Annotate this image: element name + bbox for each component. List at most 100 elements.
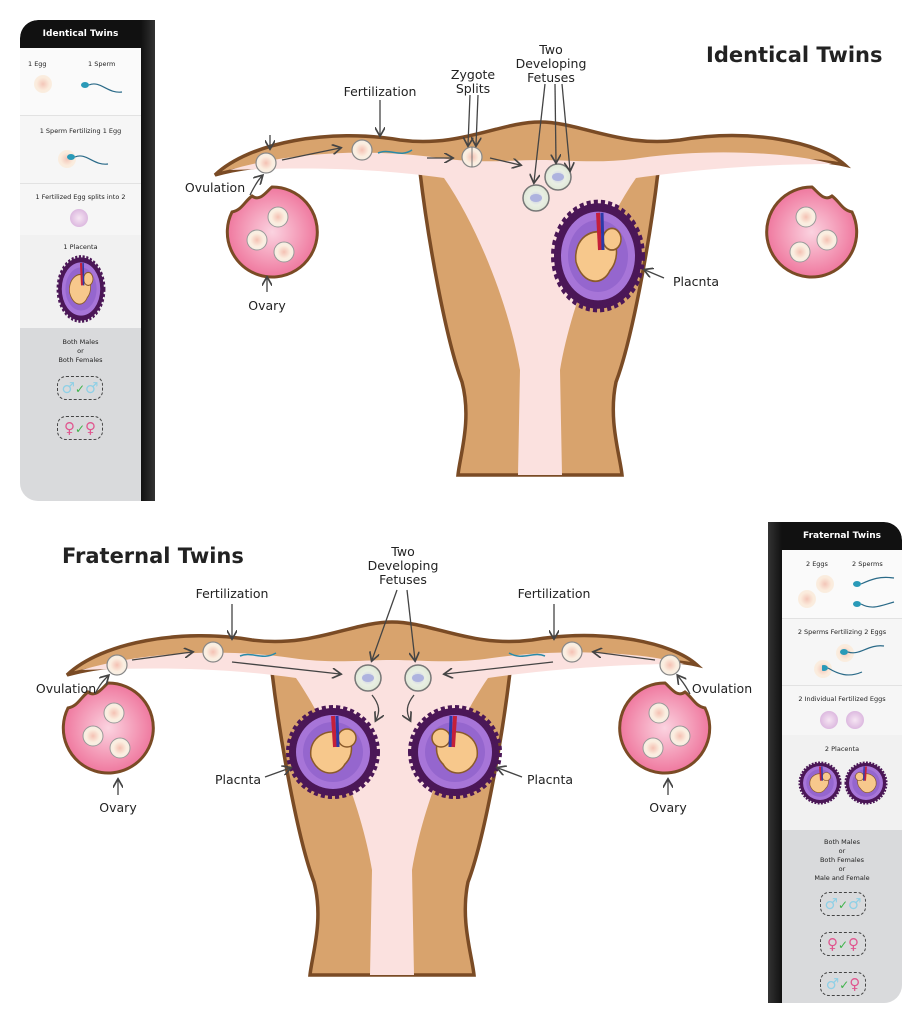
section-individual: 2 Individual Fertilized Eggs (782, 685, 902, 736)
sperm-icon (853, 576, 895, 608)
caption-sex: or (838, 847, 846, 855)
label-ovary: Ovary (248, 298, 286, 313)
label-zygote-splits: Splits (456, 81, 490, 96)
check-icon: ✓ (74, 382, 86, 396)
panel-edge (768, 522, 782, 1003)
female-icon: ♀ (848, 935, 860, 953)
caption-sex: Male and Female (814, 874, 870, 882)
label-fertilization-left: Fertilization (196, 586, 269, 601)
caption-sex: Both Males (62, 338, 99, 346)
released-egg-left (106, 654, 128, 676)
male-female-box: ♂✓♀ (820, 972, 866, 996)
male-male-box: ♂✓♂ (57, 376, 103, 400)
female-icon: ♀ (63, 419, 75, 437)
identical-summary-panel: Identical Twins 1 Egg 1 Sperm 1 Sperm Fe… (20, 20, 155, 501)
fetus-cell (544, 163, 572, 191)
section-eggs-sperms: 2 Eggs 2 Sperms (782, 550, 902, 619)
label-fertilization: Fertilization (344, 84, 417, 99)
label-placenta-left: Placnta (215, 772, 261, 787)
right-ovary (765, 185, 859, 279)
caption-placenta: 2 Placenta (824, 745, 860, 753)
label-two-fetuses: Two (390, 544, 414, 559)
splitting-zygote (461, 146, 483, 168)
section-splits: 1 Fertilized Egg splits into 2 (20, 183, 141, 236)
released-egg (255, 152, 277, 174)
female-female-box: ♀✓♀ (57, 416, 103, 440)
section-fertilizing: 2 Sperms Fertilizing 2 Eggs (782, 618, 902, 686)
placenta-icon (844, 761, 888, 805)
check-icon: ✓ (837, 898, 849, 912)
label-two-fetuses: Developing (368, 558, 439, 573)
section-egg-sperm: 1 Egg 1 Sperm (20, 48, 141, 116)
check-icon: ✓ (839, 978, 850, 992)
caption-eggs: 2 Eggs (806, 560, 828, 568)
caption-individual: 2 Individual Fertilized Eggs (798, 695, 886, 703)
section-sex: Both Males or Both Females or Male and F… (782, 830, 902, 1003)
identical-uterus (213, 120, 847, 477)
caption-fertilizing: 1 Sperm Fertilizing 1 Egg (39, 127, 122, 135)
fetus-cell (522, 184, 550, 212)
released-egg-right (659, 654, 681, 676)
split-egg-icon (70, 209, 88, 227)
sperm-icon (67, 154, 109, 165)
placenta-left (289, 708, 377, 796)
sperm (239, 652, 277, 657)
egg-icon (798, 590, 816, 608)
male-icon: ♂ (85, 379, 99, 397)
shared-placenta (554, 203, 642, 309)
fraternal-summary-panel: Fraternal Twins 2 Eggs 2 Sperms 2 Sperms… (768, 522, 902, 1003)
label-ovary-right: Ovary (649, 800, 687, 815)
label-ovary-left: Ovary (99, 800, 137, 815)
caption-sperm: 1 Sperm (88, 60, 116, 68)
fetus-cell (354, 664, 382, 692)
sperm-icon (81, 82, 123, 93)
label-ovulation-left: Ovulation (36, 681, 96, 696)
fertilized-egg-right (561, 641, 583, 663)
female-icon: ♀ (85, 419, 97, 437)
fertilized-egg (351, 139, 373, 161)
fraternal-uterus (65, 620, 699, 977)
section-placenta: 2 Placenta (782, 735, 902, 831)
male-icon: ♂ (824, 895, 838, 913)
section-fertilizing: 1 Sperm Fertilizing 1 Egg (20, 115, 141, 184)
section-sex: Both Males or Both Females ♂✓♂ ♀✓♀ (20, 328, 141, 501)
caption-splits: 1 Fertilized Egg splits into 2 (35, 193, 126, 201)
caption-sex: Both Females (819, 856, 865, 864)
fertilized-egg-icon (846, 711, 864, 729)
placenta-right (411, 708, 499, 796)
flow-arrows (94, 589, 691, 795)
caption-placenta: 1 Placenta (63, 243, 98, 251)
sperm (508, 652, 546, 657)
egg-icon (34, 75, 52, 93)
label-two-fetuses: Fetuses (527, 70, 575, 85)
caption-sex: or (77, 347, 84, 355)
male-icon: ♂ (825, 975, 840, 993)
label-zygote-splits: Zygote (451, 67, 495, 82)
label-two-fetuses: Fetuses (379, 572, 427, 587)
caption-sex: Both Females (58, 356, 103, 364)
fraternal-title: Fraternal Twins (62, 544, 244, 568)
left-ovary (225, 185, 319, 279)
panel-header: Fraternal Twins (782, 522, 902, 550)
female-icon: ♀ (826, 935, 838, 953)
female-female-box: ♀✓♀ (820, 932, 866, 956)
label-two-fetuses: Two (538, 42, 562, 57)
caption-fertilizing: 2 Sperms Fertilizing 2 Eggs (797, 628, 887, 636)
egg-icon (816, 575, 834, 593)
check-icon: ✓ (837, 938, 849, 952)
panel-header: Identical Twins (20, 20, 141, 48)
left-ovary (61, 681, 155, 775)
male-icon: ♂ (848, 895, 862, 913)
label-ovulation: Ovulation (185, 180, 245, 195)
fertilized-egg-icon (820, 711, 838, 729)
check-icon: ✓ (74, 422, 86, 436)
section-placenta: 1 Placenta (20, 235, 141, 329)
caption-sex: or (838, 865, 846, 873)
male-male-box: ♂✓♂ (820, 892, 866, 916)
label-ovulation-right: Ovulation (692, 681, 752, 696)
sperm-icon (822, 645, 885, 676)
sperm (377, 149, 413, 154)
flow-arrows (249, 83, 665, 292)
caption-egg: 1 Egg (28, 60, 47, 68)
